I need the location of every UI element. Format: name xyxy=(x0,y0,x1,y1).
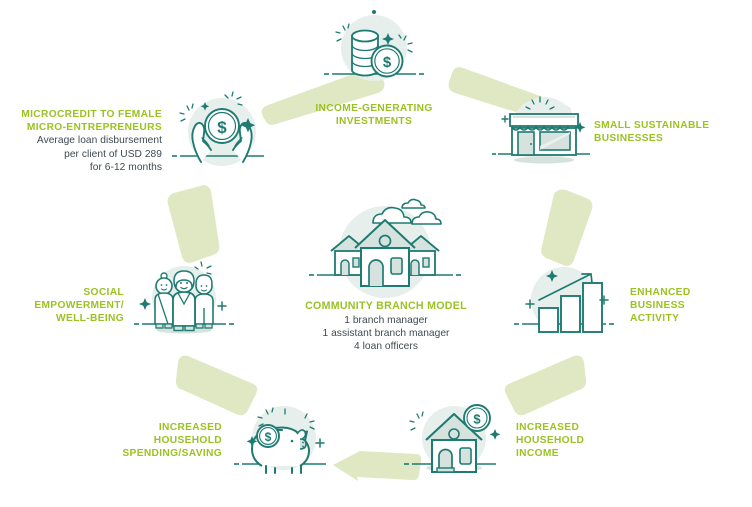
label-social-empowerment: SOCIAL EMPOWERMENT/ WELL-BEING xyxy=(14,286,124,325)
connector-hhincome-to-spending xyxy=(330,448,422,484)
hhspending-title-line-3: SPENDING/SAVING xyxy=(122,448,222,460)
hhspending-title-line-1: INCREASED xyxy=(158,422,222,433)
activity-title-line-2: BUSINESS xyxy=(630,300,685,312)
connector-microcredit-to-income xyxy=(258,62,386,128)
three-houses-icon xyxy=(305,196,465,298)
connector-social-to-microcredit xyxy=(166,182,222,268)
connector-spending-to-social xyxy=(176,352,262,424)
hhspending-title-line-2: HOUSEHOLD xyxy=(153,435,222,447)
social-title-line-3: WELL-BEING xyxy=(55,313,124,325)
storefront-icon xyxy=(492,86,596,174)
center-line-1: 1 branch manager xyxy=(344,314,428,326)
center-title: COMMUNITY BRANCH MODEL xyxy=(305,300,467,312)
center-label: COMMUNITY BRANCH MODEL 1 branch manager … xyxy=(300,300,472,354)
label-household-spending: INCREASED HOUSEHOLD SPENDING/SAVING xyxy=(84,421,222,460)
microcredit-sub-line-3: for 6-12 months xyxy=(89,162,162,173)
center-line-2: 1 assistant branch manager xyxy=(322,328,450,339)
label-small-businesses: SMALL SUSTAINABLE BUSINESSES xyxy=(594,119,744,145)
businesses-title-line-2: BUSINESSES xyxy=(594,133,664,145)
businesses-title-line-1: SMALL SUSTAINABLE xyxy=(594,120,710,131)
hhincome-title-line-3: INCOME xyxy=(516,448,559,460)
microcredit-sub-line-2: per client of USD 289 xyxy=(64,148,162,160)
svg-text:$: $ xyxy=(383,54,392,71)
coin-stack-icon: $ xyxy=(322,6,426,94)
label-microcredit: MICROCREDIT TO FEMALE MICRO-ENTREPRENEUR… xyxy=(10,108,162,174)
svg-text:$: $ xyxy=(265,430,272,444)
connector-activity-to-hhincome xyxy=(500,352,586,424)
microcredit-sub-line-1: Average loan disbursement xyxy=(36,135,162,147)
microcredit-title-line-2: MICRO-ENTREPRENEURS xyxy=(26,122,162,134)
activity-title-line-1: ENHANCED xyxy=(630,287,691,298)
house-with-coin-icon: $ xyxy=(402,396,506,484)
hhincome-title-line-1: INCREASED xyxy=(516,422,580,433)
label-income-generating: INCOME-GENERATING INVESTMENTS xyxy=(300,102,448,128)
hands-holding-coin-icon: $ xyxy=(170,88,274,176)
svg-text:$: $ xyxy=(217,118,227,137)
label-enhanced-activity: ENHANCED BUSINESS ACTIVITY xyxy=(630,286,752,325)
svg-text:$: $ xyxy=(473,412,481,427)
income-title-line-2: INVESTMENTS xyxy=(335,116,413,128)
piggy-bank-icon: $ xyxy=(232,396,336,484)
bar-chart-growth-icon xyxy=(512,256,616,344)
activity-title-line-3: ACTIVITY xyxy=(630,313,680,325)
hhincome-title-line-2: HOUSEHOLD xyxy=(516,435,585,447)
label-household-income: INCREASED HOUSEHOLD INCOME xyxy=(516,421,646,460)
center-line-3: 4 loan officers xyxy=(354,341,418,353)
three-women-icon xyxy=(132,256,236,344)
connector-business-to-activity xyxy=(540,188,600,270)
social-title-line-2: EMPOWERMENT/ xyxy=(34,300,124,312)
income-title-line-1: INCOME-GENERATING xyxy=(315,103,433,114)
social-title-line-1: SOCIAL xyxy=(83,287,124,298)
microcredit-title-line-1: MICROCREDIT TO FEMALE xyxy=(21,109,162,120)
